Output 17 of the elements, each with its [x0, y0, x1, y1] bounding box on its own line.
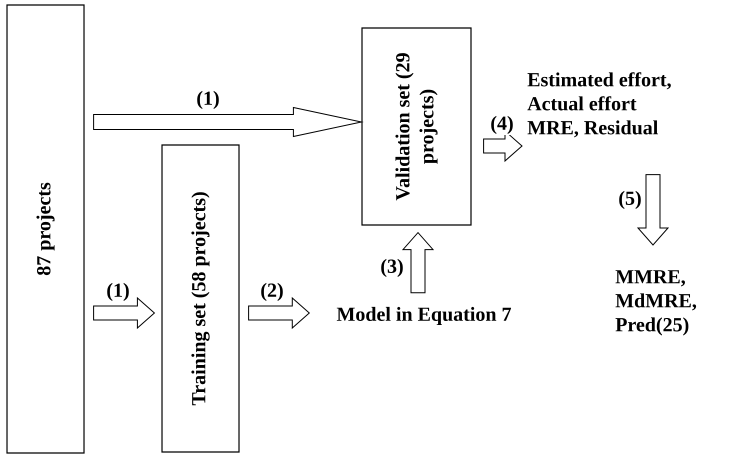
- edge-label: (2): [259, 282, 285, 302]
- data-set-box: 87 projects: [6, 4, 85, 454]
- edge-label: (4): [489, 114, 515, 136]
- result-text: MMRE, MdMRE, Pred(25): [616, 270, 696, 336]
- edge-label: (3): [379, 258, 405, 278]
- block-arrow: [93, 296, 156, 330]
- data-set-box: Training set (58 projects): [161, 144, 240, 453]
- block-arrow: [402, 232, 434, 294]
- data-set-box: Validation set (29 projects): [361, 27, 472, 226]
- result-text: Estimated effort, Actual effort MRE, Residual: [527, 72, 671, 138]
- block-arrow: [248, 296, 310, 330]
- block-arrow: [636, 174, 670, 246]
- block-arrow: [93, 106, 364, 138]
- edge-label: (1): [195, 90, 221, 110]
- edge-label: (1): [105, 282, 131, 302]
- result-text: Model in Equation 7: [336, 306, 512, 326]
- edge-label: (5): [617, 190, 643, 210]
